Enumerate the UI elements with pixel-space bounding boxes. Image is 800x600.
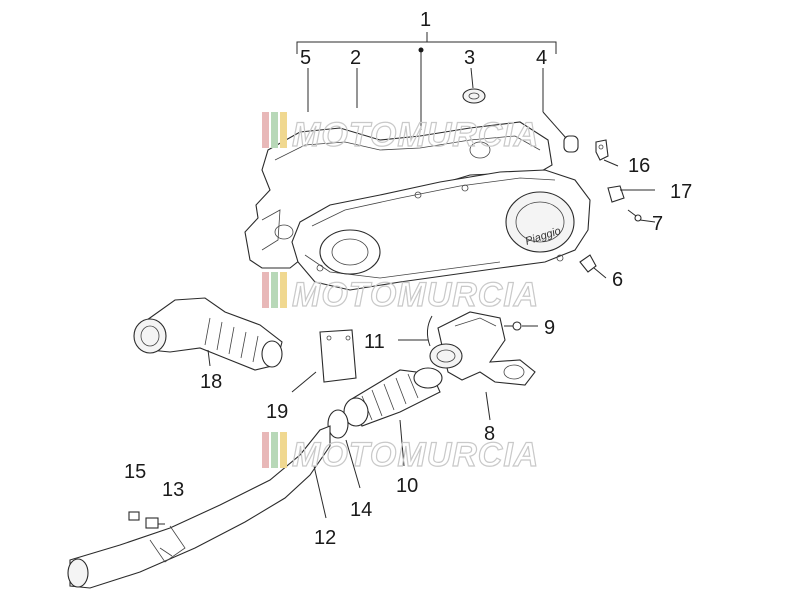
callout-13: 13	[162, 479, 184, 501]
callout-9: 9	[544, 317, 555, 339]
dowel-part-4	[563, 135, 579, 153]
bellows-hose-part-10	[343, 367, 443, 427]
callout-12: 12	[314, 527, 336, 549]
watermark-bottom: MOTOMURCIA	[262, 432, 539, 475]
clip-part-13	[145, 517, 165, 529]
screw-part-9	[504, 321, 522, 331]
callout-15: 15	[124, 461, 146, 483]
callout-3: 3	[464, 47, 475, 69]
callout-14: 14	[350, 499, 372, 521]
watermark-text-3: MOTOMURCIA	[292, 436, 539, 474]
bracket-part-6	[579, 254, 597, 273]
filter-seal-part-19	[319, 329, 357, 383]
callout-1: 1	[420, 9, 431, 31]
callout-18: 18	[200, 371, 222, 393]
intake-snorkel-part-12	[67, 425, 331, 589]
callout-8: 8	[484, 423, 495, 445]
air-duct-part-8	[429, 311, 536, 386]
outer-transmission-cover: Piaggio	[291, 169, 591, 291]
callout-5: 5	[300, 47, 311, 69]
watermark-text-2: MOTOMURCIA	[292, 276, 539, 314]
callout-1-bracket	[296, 32, 557, 54]
callout-labels: 1 2 3 4 5 6 7 8 9 10 11 12 13 14 15 16 1…	[124, 9, 692, 549]
callout-7: 7	[652, 213, 663, 235]
intake-hose-part-18	[133, 297, 283, 371]
callout-6: 6	[612, 269, 623, 291]
screw-part-7	[627, 209, 642, 222]
callout-10: 10	[396, 475, 418, 497]
callout-11: 11	[364, 331, 385, 353]
callout-16: 16	[628, 155, 650, 177]
bearing-part-3	[462, 88, 486, 104]
callout-2: 2	[350, 47, 361, 69]
watermark-top: MOTOMURCIA	[262, 112, 539, 155]
clamp-part-11	[426, 315, 433, 347]
watermark-text-1: MOTOMURCIA	[292, 116, 539, 154]
clip-part-17	[607, 185, 625, 203]
watermark-middle: MOTOMURCIA	[262, 272, 539, 315]
callout-4: 4	[536, 47, 547, 69]
clamp-part-14	[327, 409, 349, 439]
callout-19: 19	[266, 401, 288, 423]
clip-part-16	[595, 139, 609, 161]
leader-lines	[207, 52, 656, 519]
screw-part-15	[128, 511, 140, 521]
callout-17: 17	[670, 181, 692, 203]
